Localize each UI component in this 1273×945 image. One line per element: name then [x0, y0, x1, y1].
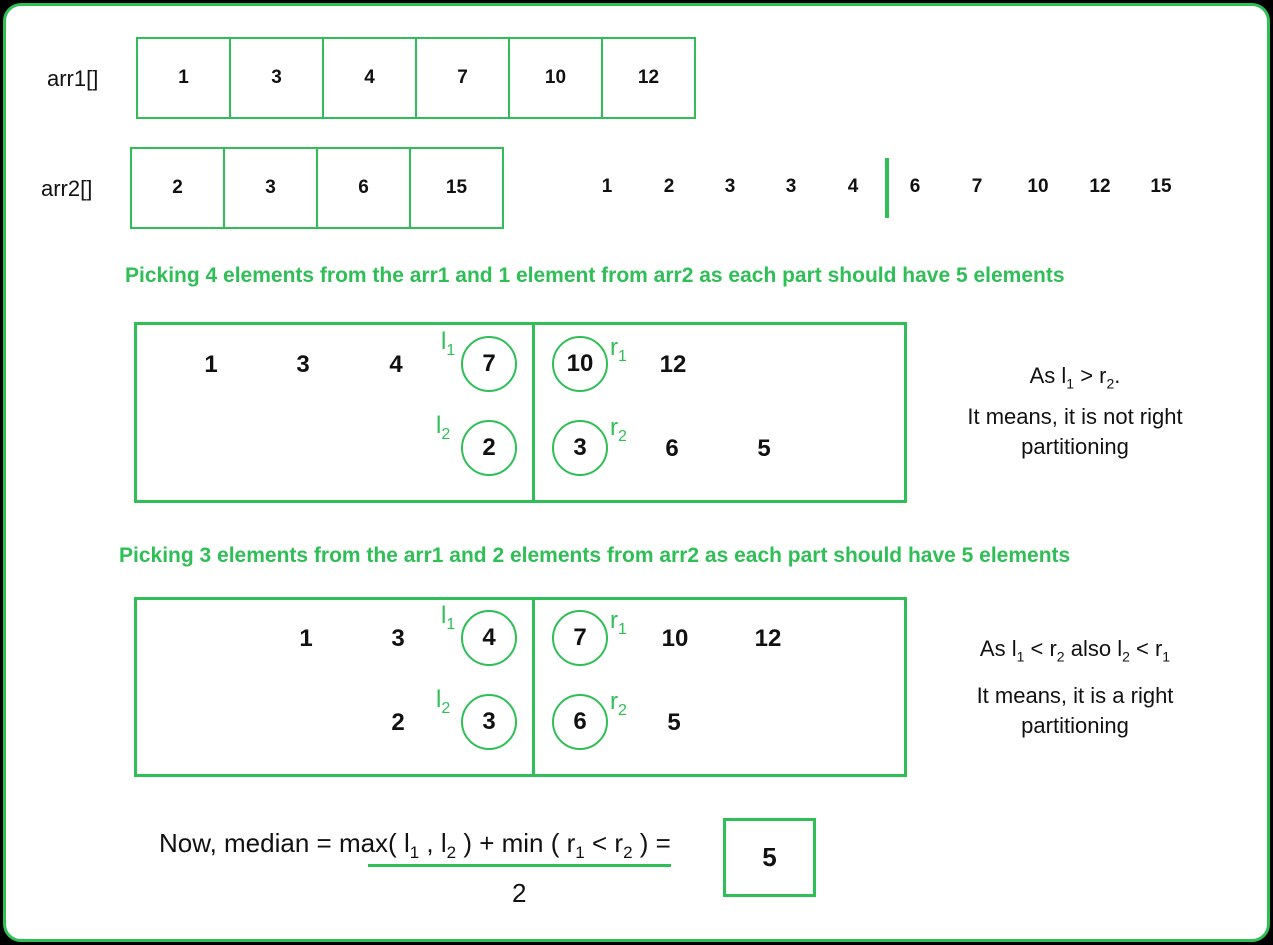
merged-left-value: 2 — [663, 176, 675, 197]
step1-l1-circle: 7 — [461, 336, 517, 392]
merged-right-value: 7 — [971, 176, 983, 197]
arr1-cell: 12 — [601, 37, 696, 119]
merged-left-value: 1 — [601, 176, 613, 197]
formula-denominator: 2 — [512, 878, 527, 908]
step1-right-value: 6 — [665, 435, 679, 462]
arr1-cell: 3 — [229, 37, 324, 119]
arr2-label: arr2[] — [41, 176, 93, 201]
merged-right-value: 12 — [1089, 176, 1111, 197]
step2-heading: Picking 3 elements from the arr1 and 2 e… — [119, 544, 1071, 567]
step2-r1-tag: r1 — [610, 607, 627, 638]
arr2-cell: 6 — [316, 147, 411, 229]
step2-left-value: 1 — [299, 625, 313, 652]
median-answer-box: 5 — [723, 818, 816, 897]
step1-note: As l1 > r2. It means, it is not right pa… — [940, 361, 1210, 462]
step1-r2-circle: 3 — [552, 420, 608, 476]
step1-l2-circle: 2 — [461, 420, 517, 476]
step1-partition-box — [134, 322, 907, 503]
step2-l2-circle: 3 — [461, 694, 517, 750]
step1-r2-tag: r2 — [610, 414, 627, 445]
step2-conclusion: It means, it is a right — [976, 683, 1174, 709]
step1-right-value: 12 — [659, 351, 687, 378]
arr1-cell: 7 — [415, 37, 510, 119]
arr2-cell: 3 — [223, 147, 318, 229]
step1-right-value: 5 — [757, 435, 771, 462]
step2-note: As l1 < r2 also l2 < r1 It means, it is … — [930, 634, 1220, 741]
step1-partition-line — [532, 322, 535, 503]
step1-l1-tag: l1 — [441, 328, 456, 359]
step2-l1-circle: 4 — [461, 610, 517, 666]
arr2-cell: 2 — [130, 147, 225, 229]
step2-right-value: 10 — [661, 625, 689, 652]
step2-left-value: 2 — [391, 709, 405, 736]
arr1-label: arr1[] — [47, 66, 99, 91]
arr1-cell: 4 — [322, 37, 417, 119]
step2-l2-tag: l2 — [436, 686, 451, 717]
step2-r1-circle: 7 — [552, 610, 608, 666]
step2-left-value: 3 — [391, 625, 405, 652]
merged-divider — [885, 158, 889, 218]
step1-heading: Picking 4 elements from the arr1 and 1 e… — [125, 264, 1065, 287]
step2-partition-line — [532, 597, 535, 777]
step2-conclusion-cont: partitioning — [1021, 713, 1129, 739]
step1-l2-tag: l2 — [436, 412, 451, 443]
median-formula: Now, median = max( l1 , l2 ) + min ( r1 … — [159, 828, 671, 863]
step1-left-value: 1 — [204, 351, 218, 378]
step2-right-value: 5 — [667, 709, 681, 736]
step2-r2-circle: 6 — [552, 694, 608, 750]
merged-left-value: 3 — [724, 176, 736, 197]
step2-l1-tag: l1 — [441, 602, 456, 633]
arr1-cell: 1 — [136, 37, 231, 119]
step1-conclusion-cont: partitioning — [1021, 434, 1129, 460]
merged-right-value: 10 — [1027, 176, 1049, 197]
fraction-bar — [368, 864, 671, 867]
step1-condition: As l1 > r2. — [1029, 363, 1121, 392]
merged-left-value: 3 — [785, 176, 797, 197]
step1-left-value: 4 — [389, 351, 403, 378]
step2-condition: As l1 < r2 also l2 < r1 — [979, 636, 1171, 665]
step1-r1-circle: 10 — [552, 336, 608, 392]
step1-left-value: 3 — [296, 351, 310, 378]
step1-r1-tag: r1 — [610, 334, 627, 365]
merged-right-value: 6 — [909, 176, 921, 197]
step1-conclusion: It means, it is not right — [967, 404, 1183, 430]
arr2-cell: 15 — [409, 147, 504, 229]
step2-right-value: 12 — [754, 625, 782, 652]
step2-partition-box — [134, 597, 907, 777]
step2-r2-tag: r2 — [610, 688, 627, 719]
arr1-cell: 10 — [508, 37, 603, 119]
merged-right-value: 15 — [1150, 176, 1172, 197]
merged-left-value: 4 — [847, 176, 859, 197]
